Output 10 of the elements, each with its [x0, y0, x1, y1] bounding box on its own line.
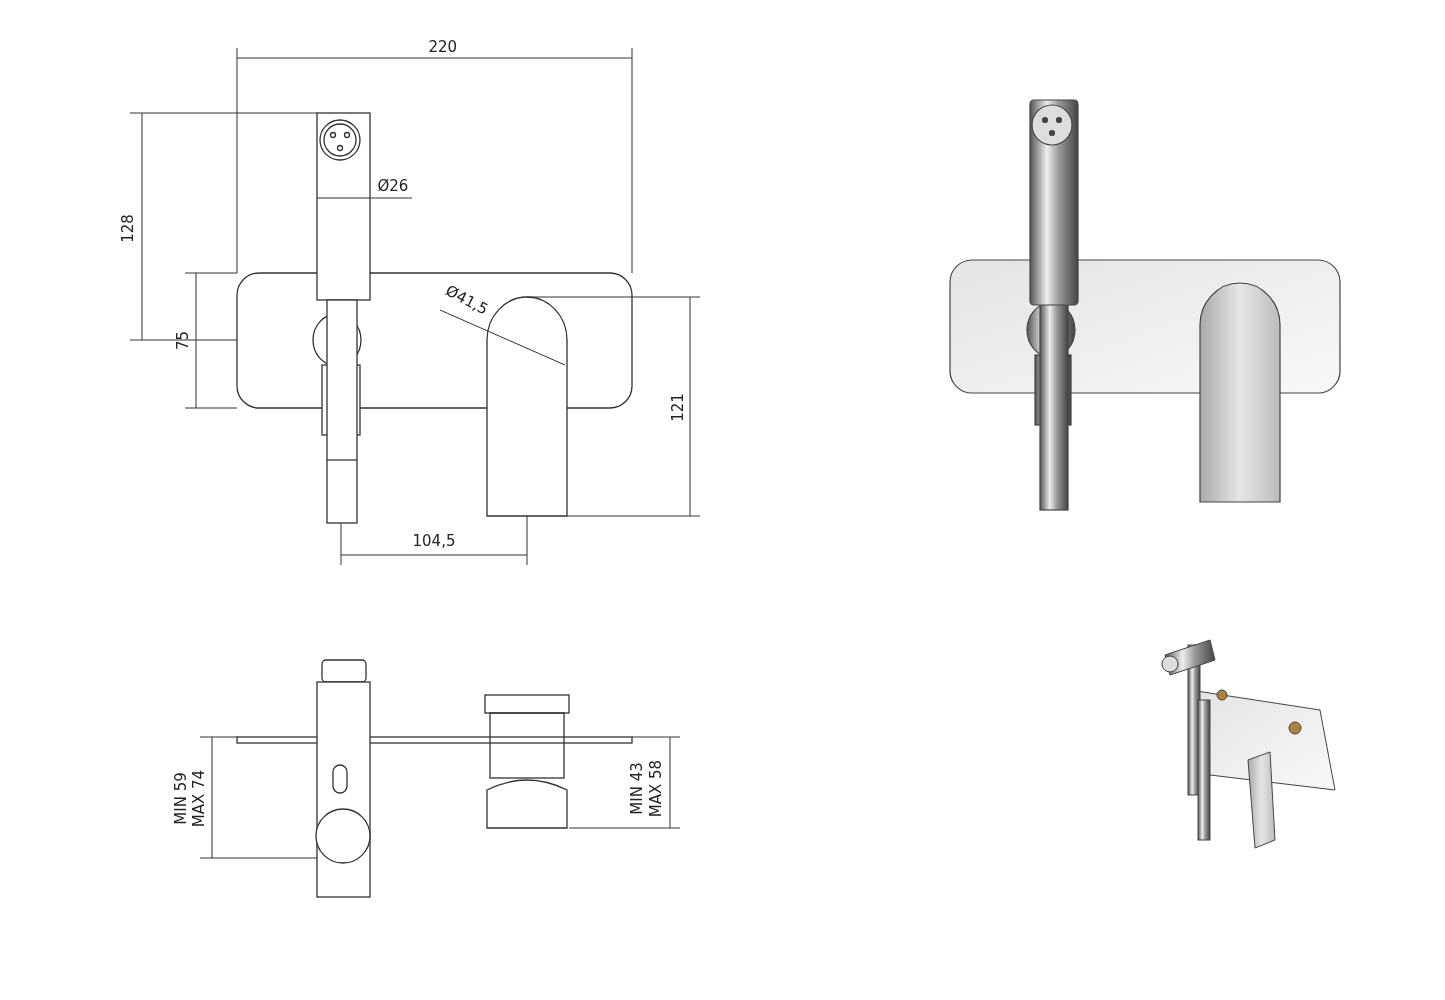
- dimension-label: 128: [120, 213, 136, 243]
- dimension-label: Ø26: [377, 178, 409, 194]
- dimension-label: 104,5: [412, 533, 456, 549]
- dimension-label: 75: [175, 330, 191, 350]
- dimension-label: MAX 58: [648, 759, 664, 817]
- dimension-label: MIN 59: [173, 771, 189, 825]
- dimension-label: MIN 43: [629, 761, 645, 815]
- dimension-label: MAX 74: [191, 769, 207, 827]
- dimension-label: 220: [428, 39, 458, 55]
- dimension-label: 121: [670, 392, 686, 422]
